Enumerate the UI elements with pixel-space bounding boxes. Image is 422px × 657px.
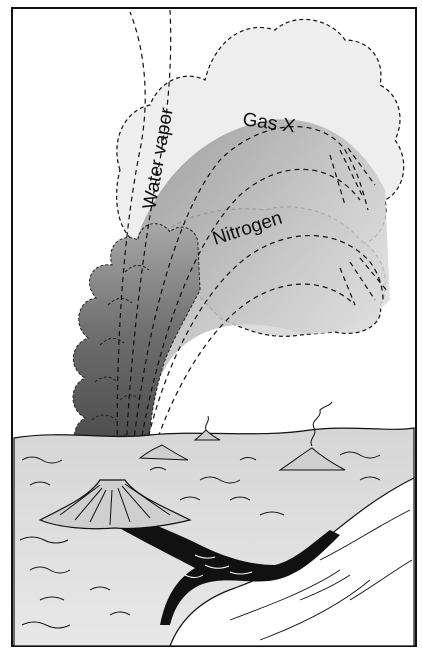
volcano-diagram: Water vapor Gas X Nitrogen (0, 0, 422, 652)
diagram-canvas: Water vapor Gas X Nitrogen (0, 0, 422, 652)
